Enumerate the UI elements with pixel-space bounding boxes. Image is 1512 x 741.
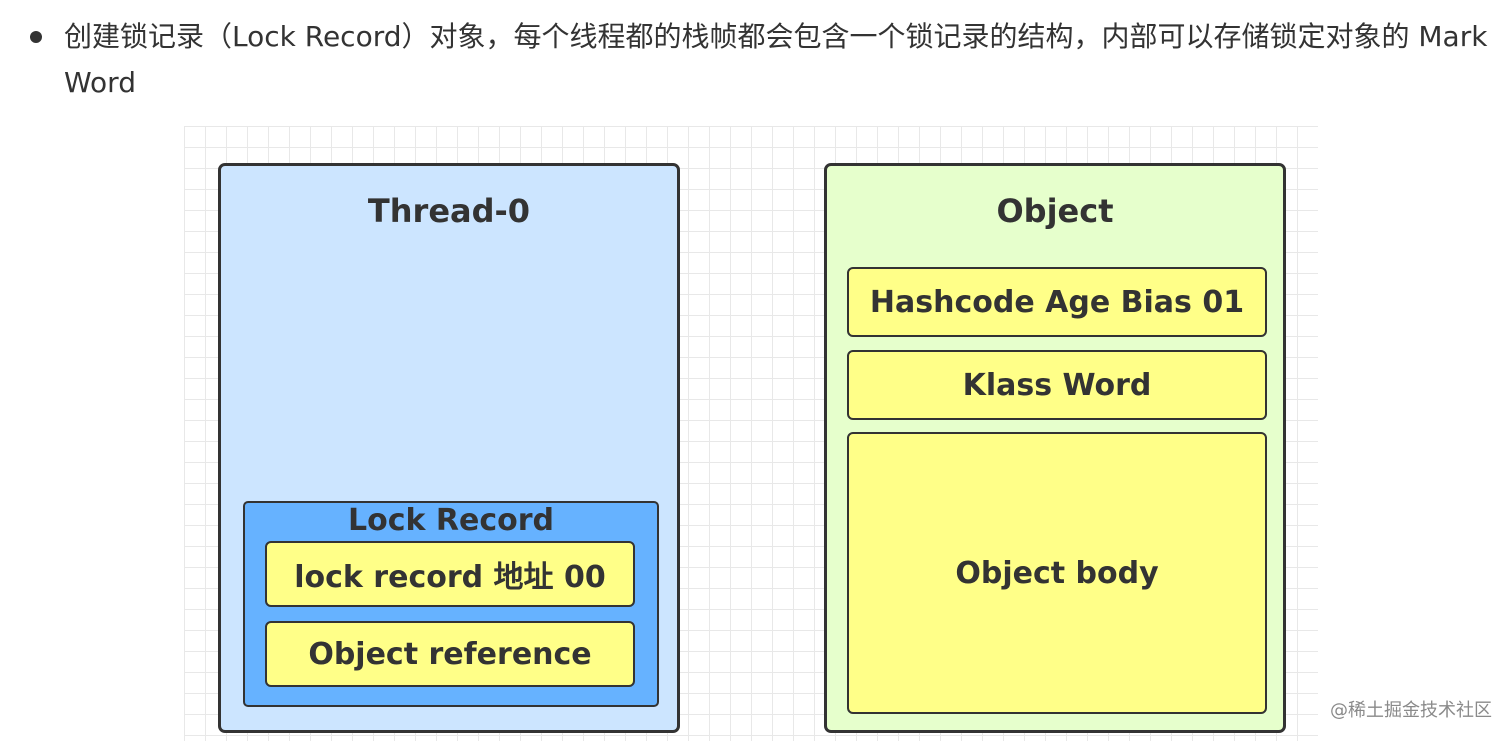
bullet-dot-icon <box>30 31 42 43</box>
thread-box: Thread-0 Lock Record lock record 地址 00 O… <box>218 163 680 733</box>
klass-word-field: Klass Word <box>847 350 1267 420</box>
lock-record-address-field: lock record 地址 00 <box>265 541 635 607</box>
bullet-text: 创建锁记录（Lock Record）对象，每个线程都的栈帧都会包含一个锁记录的结… <box>64 20 1488 99</box>
thread-title: Thread-0 <box>367 192 531 230</box>
lock-record-title: Lock Record <box>347 503 554 538</box>
lock-record-box: Lock Record lock record 地址 00 Object ref… <box>243 501 659 707</box>
object-title: Object <box>996 192 1114 230</box>
bullet-item: 创建锁记录（Lock Record）对象，每个线程都的栈帧都会包含一个锁记录的结… <box>0 0 1512 110</box>
object-body-field: Object body <box>847 432 1267 714</box>
mark-word-field: Hashcode Age Bias 01 <box>847 267 1267 337</box>
object-reference-field: Object reference <box>265 621 635 687</box>
watermark-text: @稀土掘金技术社区 <box>1330 700 1492 721</box>
lock-record-diagram: Thread-0 Lock Record lock record 地址 00 O… <box>184 126 1318 741</box>
object-box: Object Hashcode Age Bias 01 Klass Word O… <box>824 163 1286 733</box>
